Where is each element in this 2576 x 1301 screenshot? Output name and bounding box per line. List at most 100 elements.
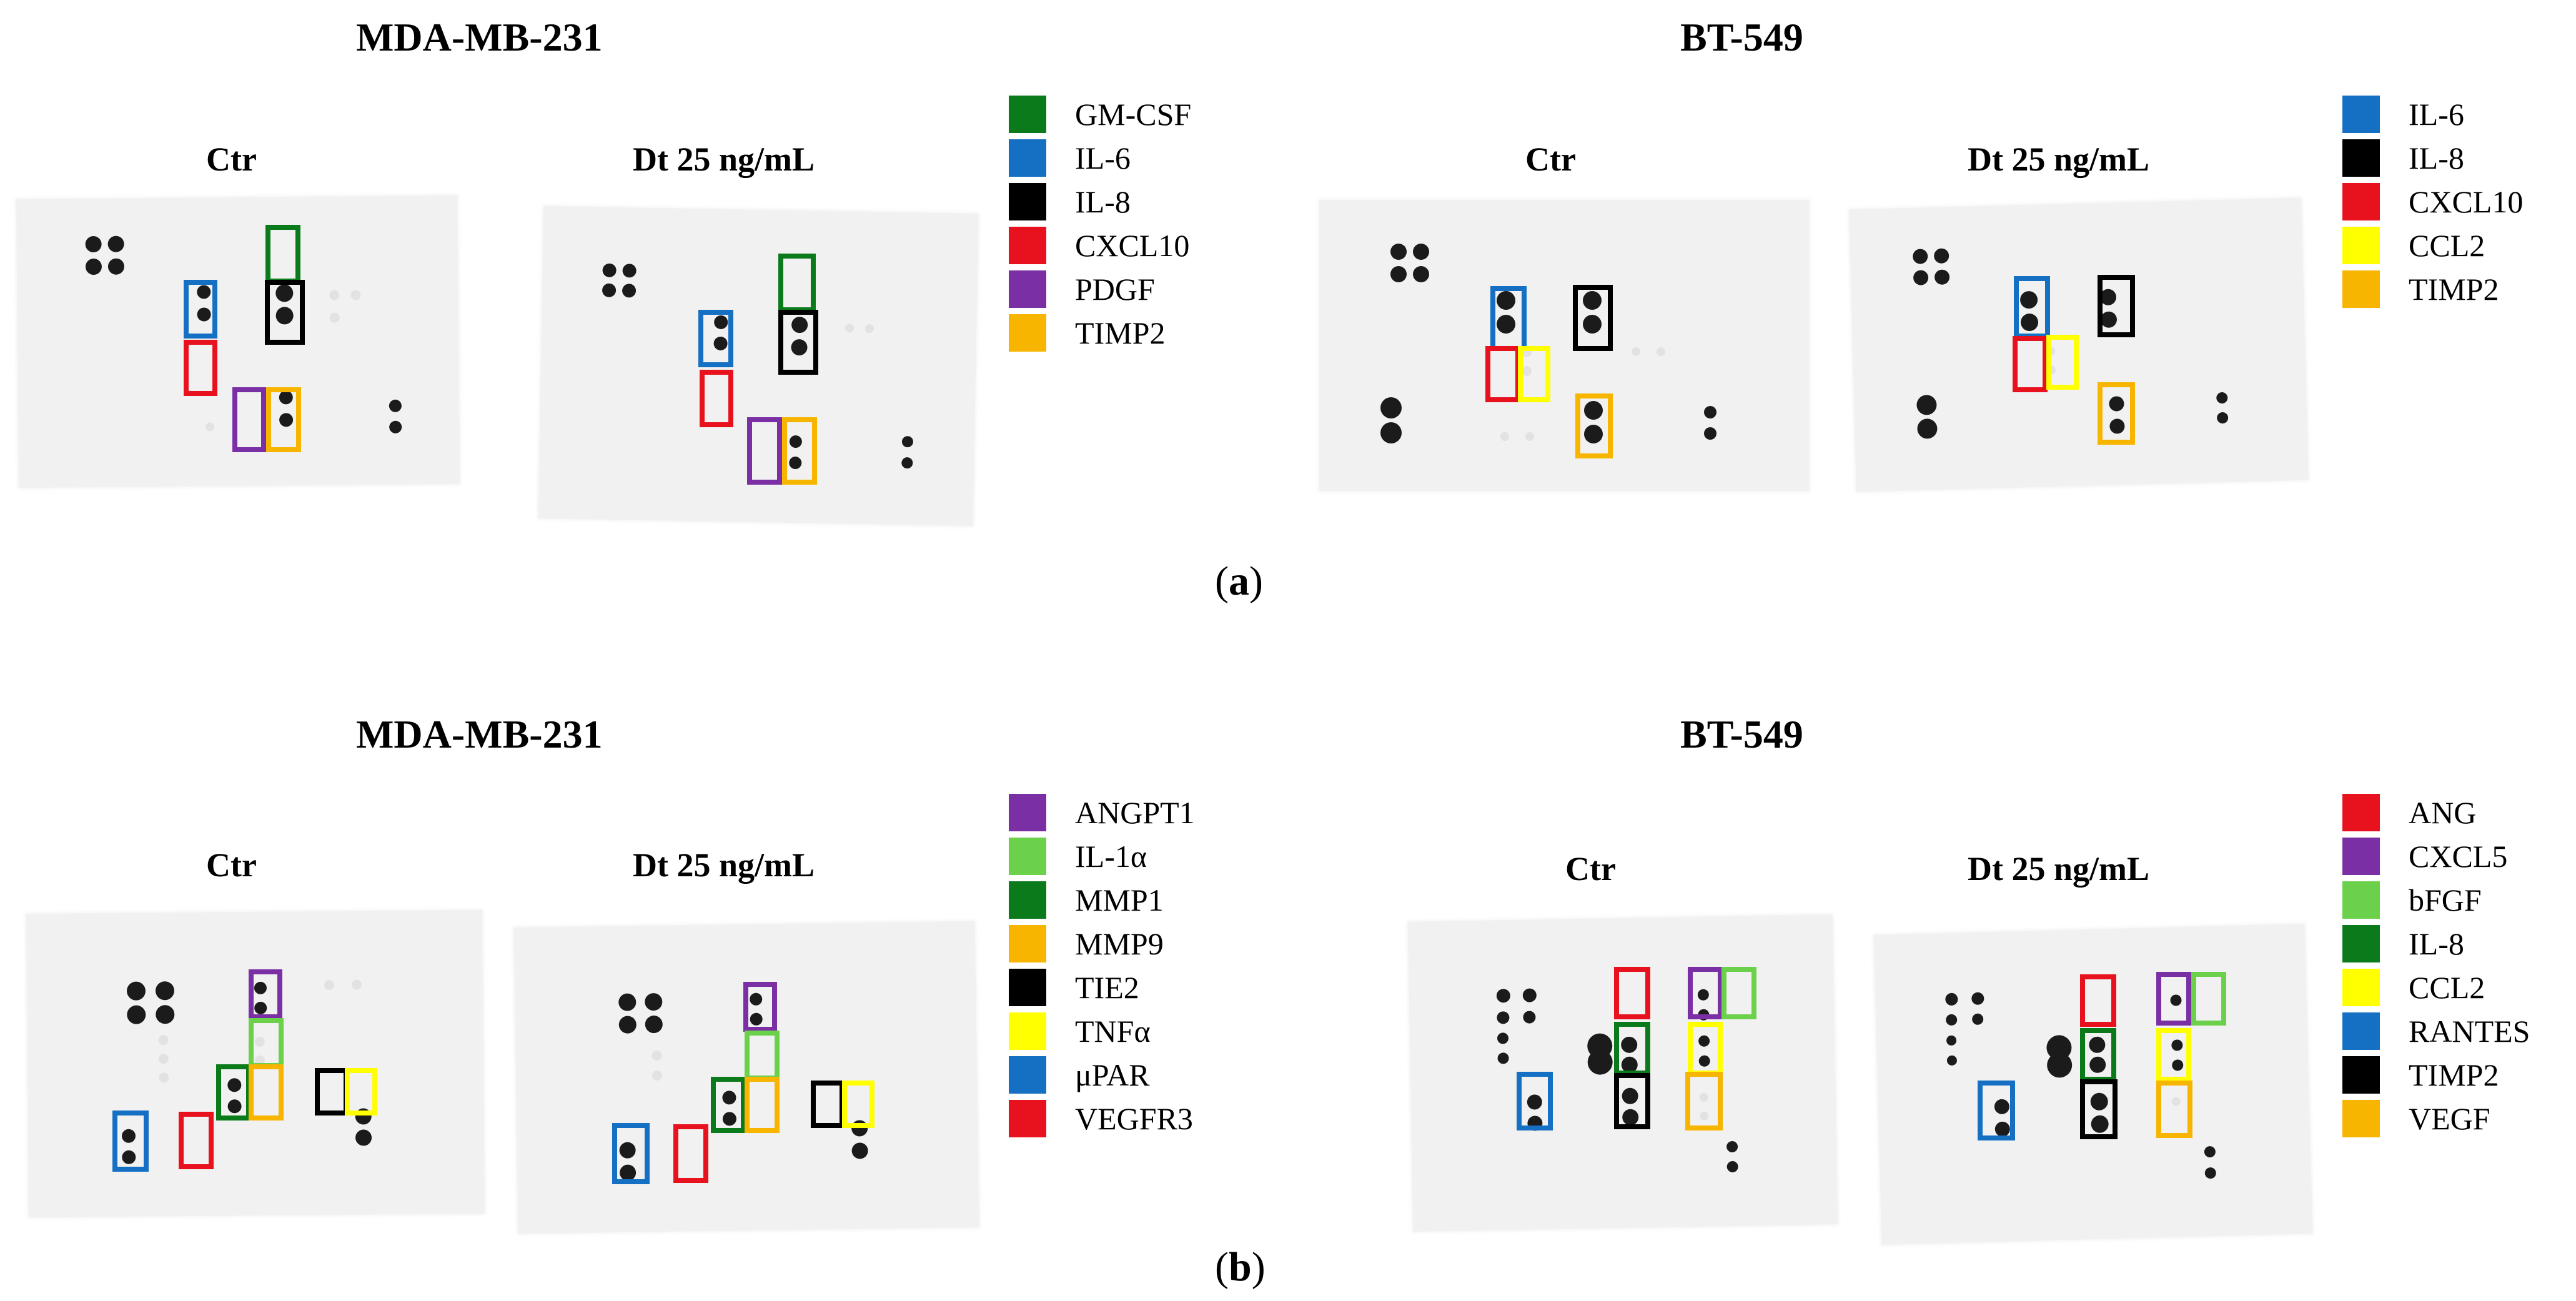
blot-label-ctr: Ctr xyxy=(206,846,257,884)
legend-item: CCL2 xyxy=(2342,226,2485,265)
legend-item: GM-CSF xyxy=(1009,95,1191,134)
highlight-box xyxy=(1685,1072,1723,1130)
highlight-box xyxy=(2014,276,2050,339)
legend-label: IL-8 xyxy=(1075,184,1131,219)
highlight-box xyxy=(1518,346,1550,402)
legend-item: CXCL10 xyxy=(1009,226,1189,265)
highlight-box xyxy=(2080,974,2116,1027)
legend-swatch xyxy=(1009,96,1046,133)
legend-item: RANTES xyxy=(2342,1012,2530,1051)
panel-label-a: (a) xyxy=(1215,558,1263,604)
highlight-box xyxy=(700,370,733,427)
legend-item: MMP9 xyxy=(1009,924,1164,963)
legend-swatch xyxy=(2342,794,2380,831)
group-title-bt-b: BT-549 xyxy=(1680,712,1803,756)
highlight-box xyxy=(778,310,818,375)
highlight-box xyxy=(612,1123,650,1184)
legend-swatch xyxy=(2342,1012,2380,1050)
legend-swatch xyxy=(1009,881,1046,919)
legend-swatch xyxy=(1009,925,1046,962)
legend-label: TNFα xyxy=(1075,1014,1151,1049)
legend-bt-b: ANG CXCL5 bFGF IL-8 CCL2 RANTES TIMP2 VE… xyxy=(2342,793,2574,1155)
highlight-box xyxy=(232,387,266,452)
highlight-box xyxy=(1721,967,1756,1019)
legend-label: MMP9 xyxy=(1075,926,1164,961)
legend-label: TIMP2 xyxy=(1075,315,1166,350)
legend-label: μPAR xyxy=(1075,1057,1150,1092)
legend-item: TIE2 xyxy=(1009,968,1139,1007)
highlight-box xyxy=(2098,275,2135,337)
legend-swatch xyxy=(2342,270,2380,308)
legend-label: TIMP2 xyxy=(2409,1057,2499,1092)
legend-item: IL-8 xyxy=(2342,924,2464,963)
legend-swatch xyxy=(1009,1012,1046,1050)
highlight-box xyxy=(745,1031,780,1081)
blot-label-dt: Dt 25 ng/mL xyxy=(633,141,815,178)
blot-label-dt: Dt 25 ng/mL xyxy=(1968,850,2150,888)
highlight-box xyxy=(2191,972,2226,1026)
highlight-box xyxy=(1688,967,1723,1019)
legend-swatch xyxy=(1009,314,1046,352)
legend-item: VEGF xyxy=(2342,1099,2490,1138)
legend-label: IL-1α xyxy=(1075,839,1147,874)
blot-image xyxy=(1849,197,2309,492)
blot-label-ctr: Ctr xyxy=(1565,850,1616,888)
legend-label: MMP1 xyxy=(1075,883,1164,918)
highlight-box xyxy=(1575,393,1613,458)
group-title-mda-b: MDA-MB-231 xyxy=(356,712,603,756)
highlight-box xyxy=(747,417,782,485)
legend-item: IL-8 xyxy=(2342,139,2464,177)
legend-label: CCL2 xyxy=(2409,228,2485,263)
legend-item: TIMP2 xyxy=(2342,270,2499,309)
legend-swatch xyxy=(2342,969,2380,1006)
highlight-box xyxy=(184,340,217,396)
highlight-box xyxy=(1614,967,1650,1019)
highlight-box xyxy=(2046,335,2079,390)
legend-item: μPAR xyxy=(1009,1056,1149,1094)
highlight-box xyxy=(249,1018,284,1068)
legend-item: CCL2 xyxy=(2342,968,2485,1007)
highlight-box xyxy=(2156,1028,2191,1082)
legend-label: TIE2 xyxy=(1075,970,1139,1005)
highlight-box xyxy=(2098,382,2135,445)
legend-item: VEGFR3 xyxy=(1009,1099,1193,1138)
legend-item: IL-1α xyxy=(1009,837,1147,876)
legend-swatch xyxy=(1009,183,1046,220)
legend-label: VEGF xyxy=(2409,1101,2490,1136)
highlight-box xyxy=(216,1064,251,1120)
legend-item: TIMP2 xyxy=(1009,314,1165,352)
legend-label: GM-CSF xyxy=(1075,97,1192,132)
highlight-box xyxy=(782,417,817,485)
legend-label: IL-8 xyxy=(2409,926,2464,961)
highlight-box xyxy=(1573,285,1613,351)
legend-item: bFGF xyxy=(2342,881,2482,919)
legend-swatch xyxy=(1009,270,1046,308)
legend-item: IL-6 xyxy=(2342,95,2464,134)
highlight-box xyxy=(112,1111,149,1172)
highlight-box xyxy=(345,1068,377,1115)
legend-swatch xyxy=(1009,139,1046,177)
legend-swatch xyxy=(2342,183,2380,220)
legend-swatch xyxy=(1009,1056,1046,1094)
legend-swatch xyxy=(2342,139,2380,177)
legend-swatch xyxy=(2342,881,2380,919)
legend-label: RANTES xyxy=(2409,1014,2530,1049)
group-title-bt-a: BT-549 xyxy=(1680,15,1803,59)
legend-swatch xyxy=(1009,838,1046,875)
highlight-box xyxy=(2080,1079,2118,1139)
legend-label: IL-6 xyxy=(2409,97,2464,132)
legend-label: CCL2 xyxy=(2409,970,2485,1005)
legend-mda-a: GM-CSF IL-6 IL-8 CXCL10 PDGF TIMP2 xyxy=(1009,95,1271,370)
highlight-box xyxy=(179,1112,214,1169)
legend-swatch xyxy=(2342,96,2380,133)
highlight-box xyxy=(249,1064,284,1120)
highlight-box xyxy=(1517,1072,1553,1130)
blot-label-ctr: Ctr xyxy=(1525,141,1576,178)
highlight-box xyxy=(745,1077,780,1133)
highlight-box xyxy=(778,254,816,312)
legend-item: CXCL10 xyxy=(2342,182,2523,221)
legend-mda-b: ANGPT1 IL-1α MMP1 MMP9 TIE2 TNFα μPAR VE… xyxy=(1009,793,1271,1155)
legend-swatch xyxy=(2342,1100,2380,1137)
highlight-box xyxy=(265,225,300,284)
highlight-box xyxy=(266,387,301,452)
